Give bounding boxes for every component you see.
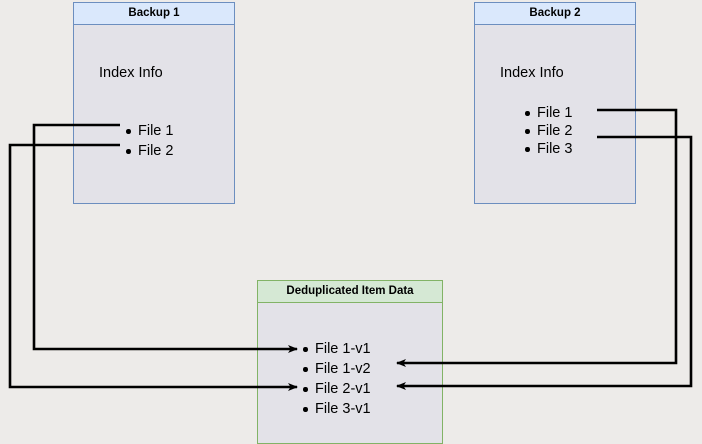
dedup-item[interactable]: File 3-v1 [302, 399, 371, 419]
dedup-item-list: File 1-v1 File 1-v2 File 2-v1 File 3-v1 [302, 339, 371, 419]
dedup-body: File 1-v1 File 1-v2 File 2-v1 File 3-v1 [258, 303, 442, 443]
dedup-box[interactable]: Deduplicated Item Data File 1-v1 File 1-… [257, 280, 443, 444]
backup1-file-item[interactable]: File 1 [125, 121, 173, 141]
backup2-file-item[interactable]: File 1 [524, 104, 572, 122]
backup1-header: Backup 1 [74, 3, 234, 25]
backup2-box[interactable]: Backup 2 Index Info File 1 File 2 File 3 [474, 2, 636, 204]
backup1-file-item[interactable]: File 2 [125, 141, 173, 161]
dedup-item[interactable]: File 2-v1 [302, 379, 371, 399]
backup2-body: Index Info File 1 File 2 File 3 [475, 25, 635, 203]
dedup-item[interactable]: File 1-v2 [302, 359, 371, 379]
backup1-index-info-label: Index Info [99, 65, 163, 81]
backup2-file-list: File 1 File 2 File 3 [524, 104, 572, 158]
backup2-index-info-label: Index Info [500, 65, 564, 81]
backup2-file-item[interactable]: File 3 [524, 140, 572, 158]
dedup-item[interactable]: File 1-v1 [302, 339, 371, 359]
backup1-box[interactable]: Backup 1 Index Info File 1 File 2 [73, 2, 235, 204]
dedup-header: Deduplicated Item Data [258, 281, 442, 303]
backup1-body: Index Info File 1 File 2 [74, 25, 234, 203]
backup2-header: Backup 2 [475, 3, 635, 25]
backup1-file-list: File 1 File 2 [125, 121, 173, 161]
backup2-file-item[interactable]: File 2 [524, 122, 572, 140]
